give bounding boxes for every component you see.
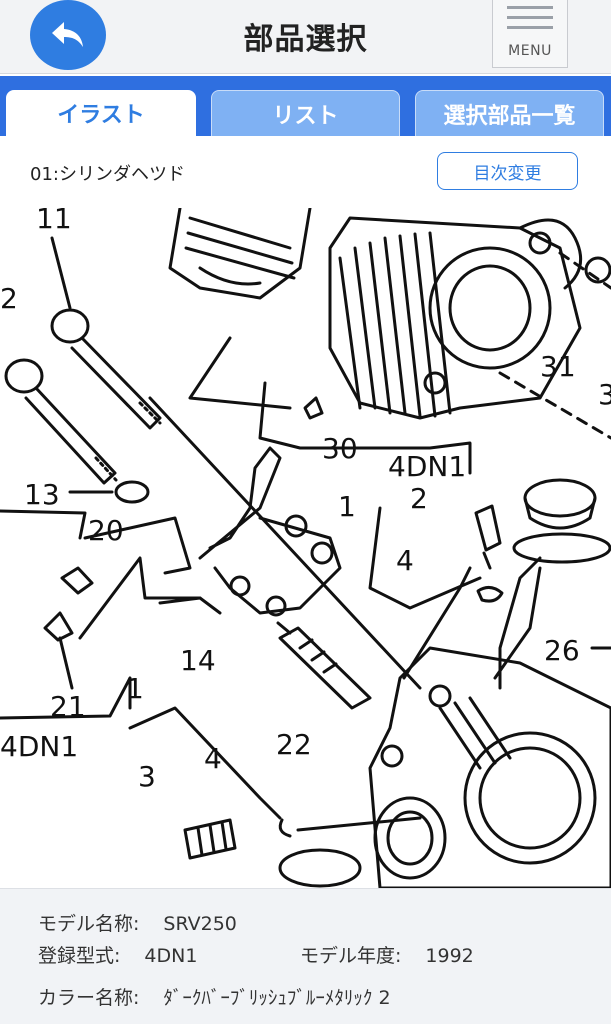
callout-4b[interactable]: 4 <box>204 742 222 775</box>
callout-1b[interactable]: 1 <box>126 672 144 705</box>
tab-illustration[interactable]: イラスト <box>6 90 196 136</box>
model-name-row: モデル名称: SRV250 <box>38 909 237 936</box>
app-header: 部品選択 MENU <box>0 0 611 74</box>
change-index-button[interactable]: 目次変更 <box>437 152 578 190</box>
callout-4a[interactable]: 4 <box>396 544 414 577</box>
model-year-label: モデル年度: <box>300 945 402 967</box>
reg-type-label: 登録型式: <box>38 945 121 967</box>
callout-31[interactable]: 31 <box>540 350 576 383</box>
page-title: 部品選択 <box>243 22 368 57</box>
callout-2a[interactable]: 2 <box>0 282 18 315</box>
section-title: 01:シリンダヘツド <box>30 164 185 185</box>
back-button[interactable] <box>30 0 106 70</box>
color-value: ﾀﾞｰｸﾊﾞｰﾌﾞﾘｯｼｭﾌﾞﾙｰﾒﾀﾘｯｸ 2 <box>163 987 391 1009</box>
tab-bar: イラスト リスト 選択部品一覧 <box>0 76 611 136</box>
callout-22[interactable]: 22 <box>276 728 312 761</box>
callout-11[interactable]: 11 <box>36 208 72 235</box>
model-info-panel: モデル名称: SRV250 登録型式: 4DN1 モデル年度: 1992 カラー名称:… <box>0 888 611 1024</box>
reg-type-value: 4DN1 <box>144 945 198 967</box>
callout-26[interactable]: 26 <box>544 634 580 667</box>
callout-4dn1-left: 4DN1 <box>0 730 78 763</box>
tab-selected-parts[interactable]: 選択部品一覧 <box>415 90 604 136</box>
callout-1a[interactable]: 1 <box>338 490 356 523</box>
callout-3a[interactable]: 3 <box>598 378 611 411</box>
callout-2b[interactable]: 2 <box>410 482 428 515</box>
callout-4dn1-top: 4DN1 <box>388 450 466 483</box>
section-header: 01:シリンダヘツド 目次変更 <box>0 136 611 208</box>
model-name-label: モデル名称: <box>38 913 140 935</box>
menu-label: MENU <box>508 43 552 59</box>
model-year-value: 1992 <box>425 945 474 967</box>
model-year-row: モデル年度: 1992 <box>300 941 474 968</box>
color-row: カラー名称: ﾀﾞｰｸﾊﾞｰﾌﾞﾘｯｼｭﾌﾞﾙｰﾒﾀﾘｯｸ 2 <box>38 983 391 1010</box>
reg-type-row: 登録型式: 4DN1 <box>38 941 197 968</box>
exploded-view-diagram: 11 2 13 20 21 4DN1 14 30 4DN1 1 2 4 26 3… <box>0 208 611 888</box>
callout-30[interactable]: 30 <box>322 432 358 465</box>
color-label: カラー名称: <box>38 987 140 1009</box>
menu-button[interactable]: MENU <box>492 0 568 68</box>
parts-illustration[interactable]: 11 2 13 20 21 4DN1 14 30 4DN1 1 2 4 26 3… <box>0 208 611 888</box>
callout-20[interactable]: 20 <box>88 514 124 547</box>
callout-14[interactable]: 14 <box>180 644 216 677</box>
back-arrow-icon <box>52 22 83 47</box>
tab-list[interactable]: リスト <box>211 90 400 136</box>
callout-13[interactable]: 13 <box>24 478 60 511</box>
model-name-value: SRV250 <box>163 913 237 935</box>
hamburger-icon <box>507 6 553 36</box>
callout-21[interactable]: 21 <box>50 690 86 723</box>
callout-3b[interactable]: 3 <box>138 760 156 793</box>
